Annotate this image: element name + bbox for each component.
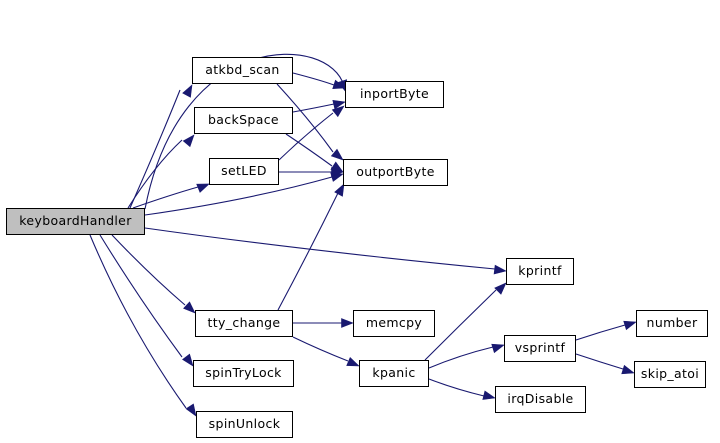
graph-node-label: inportByte bbox=[359, 86, 430, 102]
graph-edge-atkbd_scan-to-outportByte bbox=[276, 83, 344, 161]
graph-node-label: atkbd_scan bbox=[205, 62, 280, 78]
graph-edge-kpanic-to-irqDisable bbox=[428, 378, 496, 400]
graph-node-label: number bbox=[646, 315, 698, 331]
graph-edge-tty_change-to-kpanic bbox=[292, 336, 360, 367]
graph-node-label: kpanic bbox=[372, 365, 416, 381]
graph-edge-keyboardHandler-to-kprintf bbox=[144, 227, 507, 275]
graph-node-label: kprintf bbox=[518, 263, 562, 279]
graph-node-label: outportByte bbox=[356, 164, 435, 180]
graph-node-backSpace[interactable]: backSpace bbox=[194, 107, 293, 134]
graph-edge-setLED-to-outportByte bbox=[278, 167, 344, 177]
graph-node-label: vsprintf bbox=[514, 340, 566, 356]
graph-edge-keyboardHandler-to-atkbd_scan bbox=[129, 84, 193, 209]
graph-node-irqDisable[interactable]: irqDisable bbox=[495, 386, 586, 413]
graph-node-label: irqDisable bbox=[507, 391, 574, 407]
graph-edge-keyboardHandler-to-backSpace bbox=[127, 134, 195, 209]
graph-edge-keyboardHandler-to-spinUnlock bbox=[89, 234, 197, 417]
graph-node-label: backSpace bbox=[208, 112, 279, 128]
graph-node-atkbd_scan[interactable]: atkbd_scan bbox=[192, 57, 293, 84]
graph-edge-keyboardHandler-to-tty_change bbox=[111, 234, 196, 314]
graph-node-label: spinTryLock bbox=[205, 365, 282, 381]
graph-edge-tty_change-to-memcpy bbox=[293, 318, 354, 328]
graph-edge-keyboardHandler-to-setLED bbox=[132, 183, 210, 209]
graph-node-keyboardHandler[interactable]: keyboardHandler bbox=[6, 208, 145, 235]
graph-node-kprintf[interactable]: kprintf bbox=[506, 258, 574, 285]
graph-edge-vsprintf-to-number bbox=[575, 320, 637, 341]
graph-edge-setLED-to-inportByte bbox=[278, 105, 345, 161]
graph-node-label: tty_change bbox=[207, 315, 281, 331]
graph-node-inportByte[interactable]: inportByte bbox=[345, 81, 444, 108]
graph-node-tty_change[interactable]: tty_change bbox=[195, 310, 293, 337]
graph-node-label: keyboardHandler bbox=[19, 213, 132, 229]
graph-node-setLED[interactable]: setLED bbox=[209, 158, 279, 185]
graph-edge-backSpace-to-inportByte bbox=[292, 99, 346, 113]
graph-edge-tty_change-to-outportByte bbox=[277, 183, 345, 311]
graph-node-outportByte[interactable]: outportByte bbox=[343, 159, 448, 186]
graph-node-number[interactable]: number bbox=[636, 310, 708, 337]
graph-node-skip_atoi[interactable]: skip_atoi bbox=[634, 361, 706, 388]
graph-edge-kpanic-to-vsprintf bbox=[428, 343, 505, 369]
graph-node-label: setLED bbox=[221, 163, 267, 179]
graph-node-kpanic[interactable]: kpanic bbox=[359, 360, 429, 387]
graph-node-label: skip_atoi bbox=[640, 366, 700, 382]
graph-edge-atkbd_scan-to-inportByte bbox=[292, 72, 346, 89]
graph-edge-vsprintf-to-skip_atoi bbox=[575, 353, 635, 375]
graph-node-spinUnlock[interactable]: spinUnlock bbox=[196, 411, 293, 438]
graph-node-label: spinUnlock bbox=[208, 416, 281, 432]
graph-node-memcpy[interactable]: memcpy bbox=[353, 310, 435, 337]
graph-edge-keyboardHandler-to-spinTryLock bbox=[99, 234, 194, 367]
graph-node-label: memcpy bbox=[365, 315, 423, 331]
graph-node-vsprintf[interactable]: vsprintf bbox=[504, 335, 576, 362]
graph-node-spinTryLock[interactable]: spinTryLock bbox=[193, 360, 294, 387]
graph-edge-kpanic-to-kprintf bbox=[424, 282, 507, 361]
